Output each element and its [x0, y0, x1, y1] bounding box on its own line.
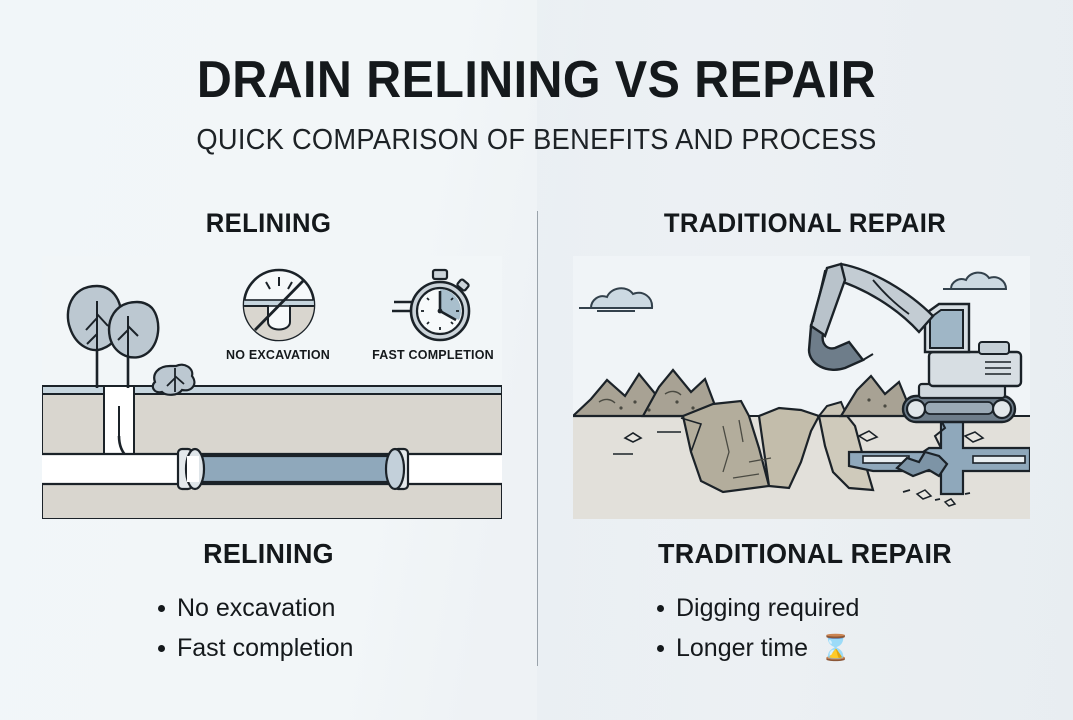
- hourglass-icon: ⌛: [820, 633, 852, 662]
- fast-completion-caption: FAST COMPLETION: [372, 348, 494, 362]
- traditional-repair-summary-title: TRADITIONAL REPAIR: [658, 538, 952, 569]
- list-item-label: No excavation: [177, 594, 336, 622]
- relining-summary-title: RELINING: [203, 538, 334, 569]
- list-item-label: Fast completion: [177, 634, 354, 662]
- no-excavation-icon: [242, 268, 316, 342]
- header: DRAIN RELINING VS REPAIR QUICK COMPARISO…: [0, 54, 1073, 157]
- bullet-dot-icon: [657, 604, 664, 612]
- no-excavation-caption: NO EXCAVATION: [226, 348, 330, 362]
- cloud-left: [579, 287, 654, 312]
- column-heading-traditional-repair: TRADITIONAL REPAIR: [663, 208, 947, 238]
- traditional-repair-summary: TRADITIONAL REPAIR Digging required Long…: [537, 538, 1073, 668]
- page-title: DRAIN RELINING VS REPAIR: [196, 51, 877, 109]
- list-item: Longer time ⌛: [537, 628, 1073, 668]
- list-item: Digging required: [537, 588, 1073, 628]
- list-item: Fast completion: [0, 628, 537, 668]
- excavation-illustration: [573, 256, 1030, 519]
- bullet-dot-icon: [657, 644, 664, 652]
- relining-benefits-list: No excavation Fast completion: [0, 588, 537, 668]
- column-heading-relining: RELINING: [205, 208, 332, 238]
- stopwatch-icon: [392, 268, 471, 342]
- list-item-label: Longer time: [676, 634, 809, 662]
- bullet-dot-icon: [158, 604, 165, 612]
- excavator: [807, 262, 1023, 424]
- cloud-right: [943, 271, 1008, 290]
- traditional-repair-drawbacks-list: Digging required Longer time ⌛: [537, 588, 1073, 668]
- bullet-dot-icon: [158, 644, 165, 652]
- list-item: No excavation: [0, 588, 537, 628]
- list-item-label: Digging required: [676, 594, 860, 622]
- relining-summary: RELINING No excavation Fast completion: [0, 538, 537, 668]
- page-subtitle: QUICK COMPARISON OF BENEFITS AND PROCESS: [196, 124, 877, 156]
- column-divider: [537, 211, 538, 666]
